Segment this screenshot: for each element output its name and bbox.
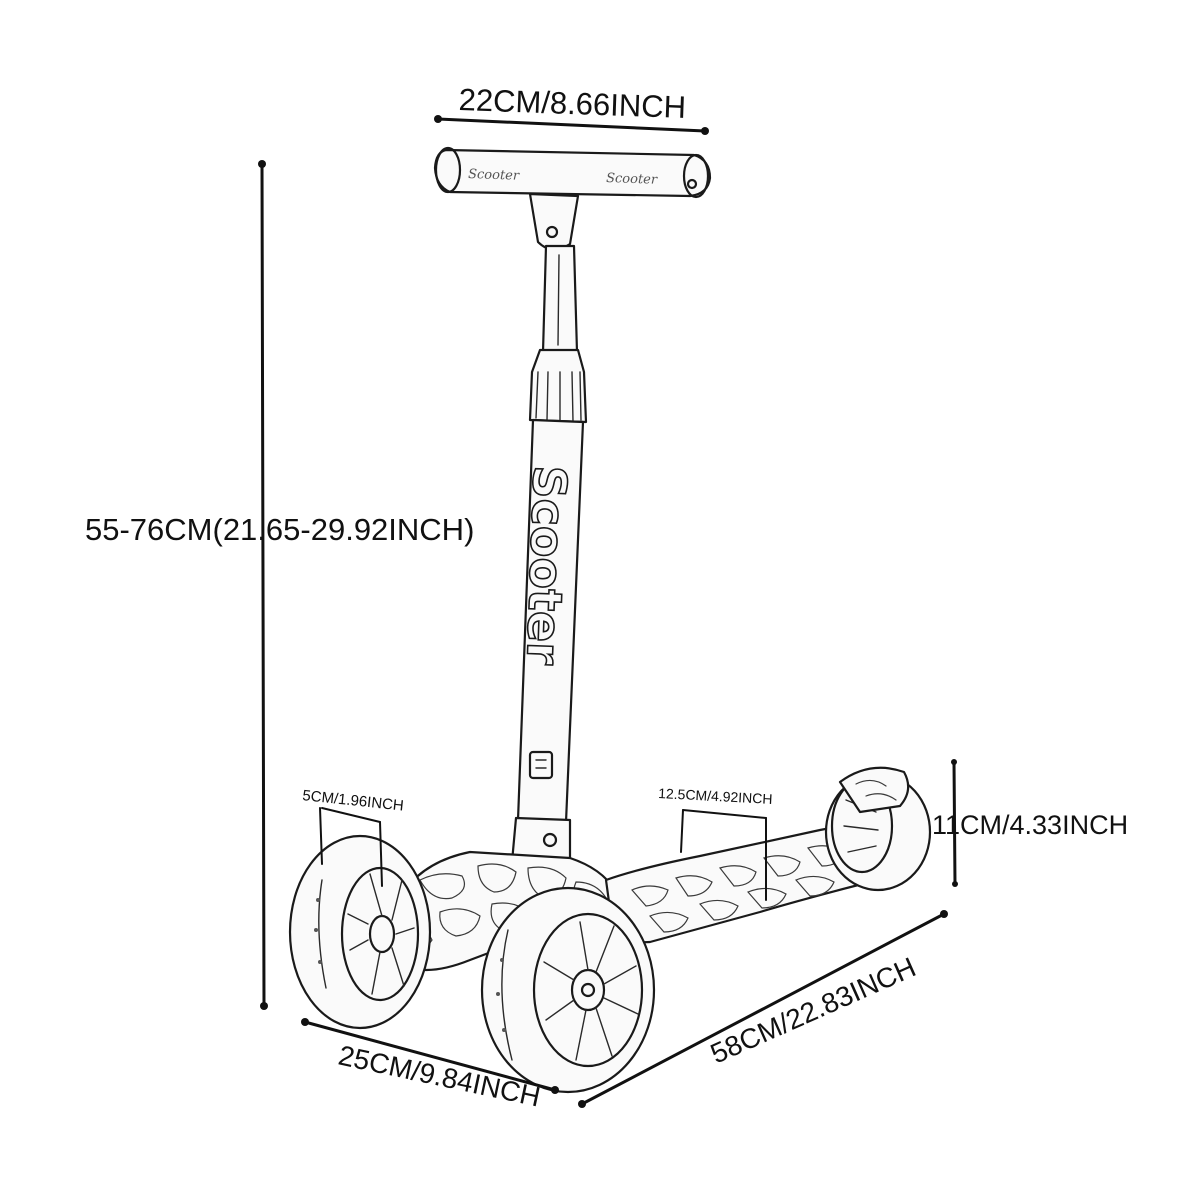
height-clamp	[528, 348, 588, 424]
scooter-drawing: Scooter Scooter Scooter	[288, 146, 932, 1094]
front-wheel-width-label: 5CM/1.96INCH	[302, 787, 405, 815]
height-range-label: 55-76CM(21.65-29.92INCH)	[85, 512, 474, 547]
main-stem: Scooter	[515, 418, 585, 824]
grip-logo-right: Scooter	[606, 171, 658, 188]
deck-width-label: 12.5CM/4.92INCH	[658, 785, 773, 807]
length-label: 58CM/22.83INCH	[706, 951, 920, 1069]
rear-wheel	[824, 766, 932, 892]
rear-height-label: 11CM/4.33INCH	[932, 810, 1128, 840]
left-front-wheel	[288, 834, 432, 1030]
stem-logo: Scooter	[516, 465, 577, 667]
handlebar-width-label: 22CM/8.66INCH	[458, 82, 687, 125]
handlebar-width-dimension: 22CM/8.66INCH	[434, 82, 709, 135]
upper-stem	[541, 244, 579, 354]
handlebar: Scooter Scooter	[433, 146, 712, 251]
height-dimension: 55-76CM(21.65-29.92INCH)	[85, 160, 474, 1010]
deck-width-dimension: 12.5CM/4.92INCH	[658, 785, 773, 901]
right-front-wheel	[480, 886, 656, 1094]
grip-logo-left: Scooter	[468, 167, 520, 184]
rear-height-dimension: 11CM/4.33INCH	[932, 759, 1128, 887]
